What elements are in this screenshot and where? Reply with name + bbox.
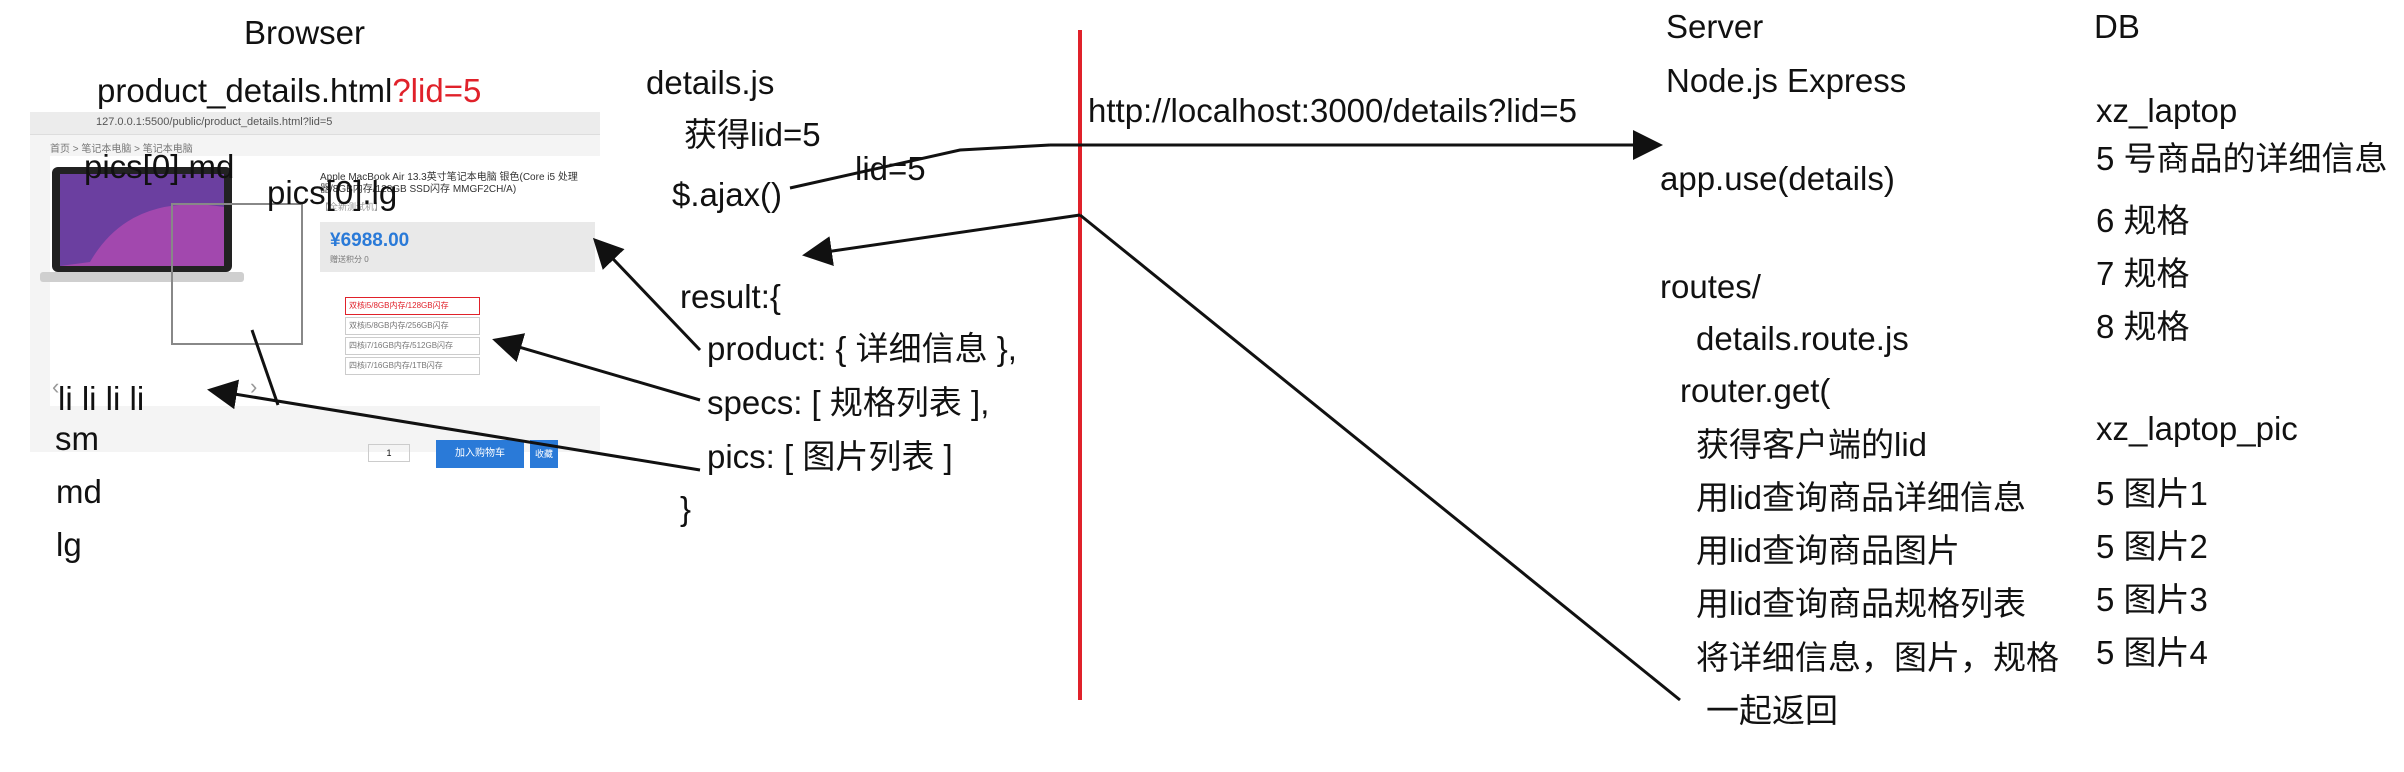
db-row: 6 规格 xyxy=(2096,202,2190,239)
specs-map-line xyxy=(492,333,701,402)
spec-option[interactable]: 四核i7/16GB内存/1TB闪存 xyxy=(345,357,480,375)
md-pics-label: pics[0].md xyxy=(84,148,235,185)
db-row: 5 图片3 xyxy=(2096,581,2208,618)
server-step: 将详细信息，图片，规格 xyxy=(1696,639,2059,676)
ajax-arrow-1 xyxy=(789,143,1051,190)
db-heading: DB xyxy=(2094,8,2140,45)
quantity-input[interactable]: 1 xyxy=(368,444,410,462)
page-filename: product_details.html?lid=5 xyxy=(97,72,482,109)
server-framework: Node.js Express xyxy=(1666,62,1907,99)
lg-label: lg xyxy=(56,526,82,563)
browser-screenshot: 127.0.0.1:5500/public/product_details.ht… xyxy=(30,112,610,468)
server-step: 一起返回 xyxy=(1706,692,1838,729)
result-specs: specs: [ 规格列表 ], xyxy=(707,384,990,421)
spec-option[interactable]: 四核i7/16GB内存/512GB闪存 xyxy=(345,337,480,355)
db-row: 5 号商品的详细信息 xyxy=(2096,140,2388,177)
server-app-use: app.use(details) xyxy=(1660,160,1895,197)
browser-heading: Browser xyxy=(244,14,366,51)
db-row: 5 图片4 xyxy=(2096,634,2208,671)
lg-pics-label: pics[0].lg xyxy=(267,174,398,211)
product-subtitle: 【全新测试机】 xyxy=(320,202,384,212)
address-url: 127.0.0.1:5500/public/product_details.ht… xyxy=(96,116,333,128)
result-pics: pics: [ 图片列表 ] xyxy=(707,438,953,475)
pics-map-line xyxy=(207,379,701,472)
result-open: result:{ xyxy=(680,278,781,315)
breadcrumb: 首页 > 笔记本电脑 > 笔记本电脑 xyxy=(50,144,193,155)
server-routes-dir: routes/ xyxy=(1660,268,1761,305)
server-step: 获得客户端的lid xyxy=(1696,426,1928,463)
db-table-laptop-pic: xz_laptop_pic xyxy=(2096,410,2298,447)
next-arrow-icon[interactable]: › xyxy=(250,374,258,399)
server-step: 用lid查询商品图片 xyxy=(1696,532,1961,569)
address-bar: 127.0.0.1:5500/public/product_details.ht… xyxy=(30,112,600,135)
db-row: 7 规格 xyxy=(2096,255,2190,292)
server-router-get: router.get( xyxy=(1680,372,1831,409)
server-heading: Server xyxy=(1666,8,1764,45)
request-url: http://localhost:3000/details?lid=5 xyxy=(1088,92,1577,129)
thumb-bracket-line xyxy=(250,329,280,406)
server-response-line xyxy=(1079,213,1681,702)
client-file: details.js xyxy=(646,64,775,101)
sm-label: sm xyxy=(55,420,99,457)
li-label: li li li li xyxy=(58,380,145,417)
server-route-file: details.route.js xyxy=(1696,320,1909,357)
server-step: 用lid查询商品详细信息 xyxy=(1696,479,2027,516)
response-arrow xyxy=(802,213,1081,266)
md-label: md xyxy=(56,473,102,510)
result-product: product: { 详细信息 }, xyxy=(707,330,1017,367)
prev-arrow-icon[interactable]: ‹ xyxy=(52,374,60,399)
price-note: 赠送积分 0 xyxy=(330,255,369,264)
price: ¥6988.00 xyxy=(330,230,410,251)
db-row: 8 规格 xyxy=(2096,308,2190,345)
result-close: } xyxy=(680,490,692,527)
db-row: 5 图片2 xyxy=(2096,528,2208,565)
client-ajax: $.ajax() xyxy=(672,176,783,213)
add-to-cart-button[interactable]: 加入购物车 xyxy=(436,440,524,468)
spec-option[interactable]: 双核i5/8GB内存/256GB闪存 xyxy=(345,317,480,335)
lid-label: lid=5 xyxy=(855,150,926,187)
price-box: ¥6988.00 赠送积分 0 xyxy=(320,222,595,272)
product-map-line xyxy=(592,237,702,352)
server-step: 用lid查询商品规格列表 xyxy=(1696,585,2027,622)
spec-option[interactable]: 双核i5/8GB内存/128GB闪存 xyxy=(345,297,480,315)
client-get-lid: 获得lid=5 xyxy=(684,116,821,153)
product-title: Apple MacBook Air 13.3英寸笔记本电脑 银色(Core i5… xyxy=(320,172,578,195)
laptop-image xyxy=(40,167,303,345)
db-table-laptop: xz_laptop xyxy=(2096,92,2238,129)
db-row: 5 图片1 xyxy=(2096,475,2208,512)
